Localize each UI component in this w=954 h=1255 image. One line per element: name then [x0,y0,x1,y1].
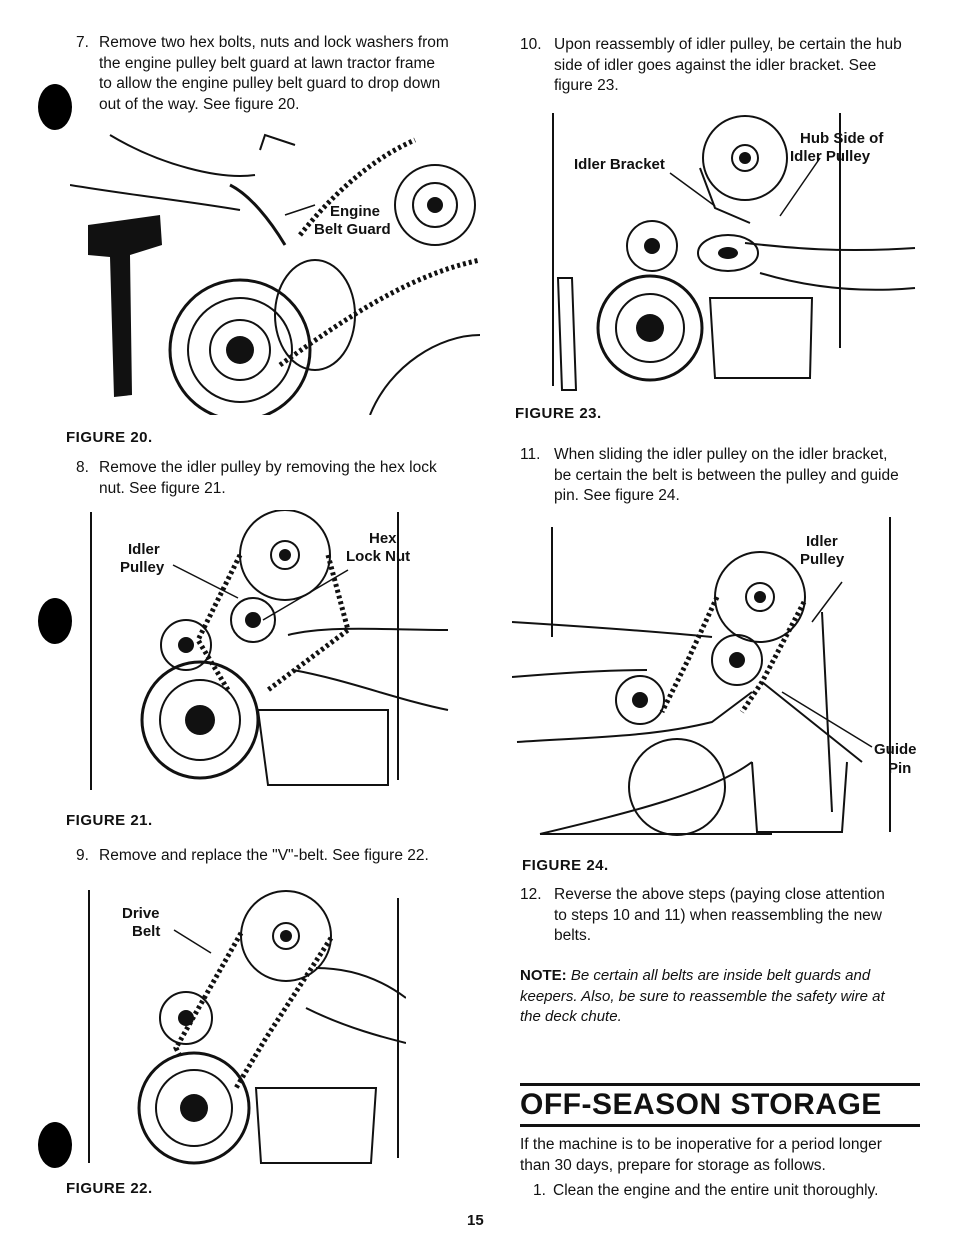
figure-24-illustration: Idler Pulley Guide Pin [512,512,927,837]
step-number: 8. [76,459,89,476]
page-number: 15 [467,1212,484,1229]
step-7: 7. Remove two hex bolts, nuts and lock w… [76,33,486,117]
section-heading: OFF-SEASON STORAGE [520,1083,920,1127]
figure-24-caption: FIGURE 24. [522,857,609,874]
note-paragraph: NOTE: Be certain all belts are inside be… [520,966,935,1028]
binder-hole [38,1122,72,1168]
label-drive: Drive [122,905,160,922]
step-number: 7. [76,34,89,51]
step-8: 8. Remove the idler pulley by removing t… [76,458,486,500]
step-text-line: pin. See figure 24. [554,487,680,504]
step-text-line: side of idler goes against the idler bra… [554,56,877,74]
binder-hole [38,598,72,644]
step-text-line: out of the way. See figure 20. [99,95,300,113]
label-idler-bracket: Idler Bracket [574,156,665,173]
note-text-line: keepers. Also, be sure to reassemble the… [520,987,885,1005]
step-text-line: to steps 10 and 11) when reassembling th… [554,906,882,924]
label-belt: Belt [132,923,160,940]
step-number: 1. [533,1182,546,1199]
step-text-line: be certain the belt is between the pulle… [554,466,899,484]
note-text-line: the deck chute. [520,1008,622,1025]
label-idler: Idler [128,541,160,558]
step-text-line: nut. See figure 21. [99,479,226,497]
label-pulley: Pulley [800,551,845,568]
figure-21-illustration: Idler Pulley Hex Lock Nut [88,510,458,795]
step-text-line: Reverse the above steps (paying close at… [554,886,885,903]
label-engine: Engine [330,203,380,220]
storage-step-1: 1. Clean the engine and the entire unit … [533,1181,933,1203]
step-number: 9. [76,847,89,864]
label-belt-guard: Belt Guard [314,221,391,238]
step-text-line: to allow the engine pulley belt guard to… [99,75,441,92]
step-number: 11. [520,446,541,463]
figure-20-illustration: Engine Belt Guard [70,125,480,415]
step-text-line: Upon reassembly of idler pulley, be cert… [554,36,902,53]
step-text-line: the engine pulley belt guard at lawn tra… [99,54,436,72]
step-12: 12. Reverse the above steps (paying clos… [520,885,930,949]
step-9: 9. Remove and replace the "V"-belt. See … [76,846,486,868]
step-text-line: When sliding the idler pulley on the idl… [554,446,888,463]
binder-hole [38,84,72,130]
step-text-line: belts. [554,927,592,944]
note-label: NOTE: [520,967,567,984]
label-hub-side-of: Hub Side of [800,130,884,147]
figure-22-caption: FIGURE 22. [66,1180,153,1197]
label-pin: Pin [888,760,911,777]
step-text-line: figure 23. [554,77,619,94]
label-guide: Guide [874,741,917,758]
label-pulley: Pulley [120,559,165,576]
note-text-line: Be certain all belts are inside belt gua… [570,967,871,984]
label-idler: Idler [806,533,838,550]
step-text-line: Remove two hex bolts, nuts and lock wash… [99,34,449,51]
step-number: 10. [520,36,542,53]
figure-22-illustration: Drive Belt [86,888,406,1168]
figure-23-illustration: Idler Bracket Hub Side of Idler Pulley [550,108,920,393]
step-text-line: Remove and replace the "V"-belt. See fig… [99,847,429,864]
label-lock-nut: Lock Nut [346,548,410,565]
step-10: 10. Upon reassembly of idler pulley, be … [520,35,930,99]
step-number: 12. [520,886,542,903]
step-text-line: Clean the engine and the entire unit tho… [553,1182,879,1199]
storage-intro: If the machine is to be inoperative for … [520,1135,935,1176]
figure-23-caption: FIGURE 23. [515,405,602,422]
intro-text-line: than 30 days, prepare for storage as fol… [520,1156,826,1174]
label-idler-pulley: Idler Pulley [790,148,871,165]
figure-21-caption: FIGURE 21. [66,812,153,829]
intro-text-line: If the machine is to be inoperative for … [520,1136,882,1153]
label-hex: Hex [369,530,397,547]
step-11: 11. When sliding the idler pulley on the… [520,445,930,509]
step-text-line: Remove the idler pulley by removing the … [99,459,437,476]
figure-20-caption: FIGURE 20. [66,429,153,446]
